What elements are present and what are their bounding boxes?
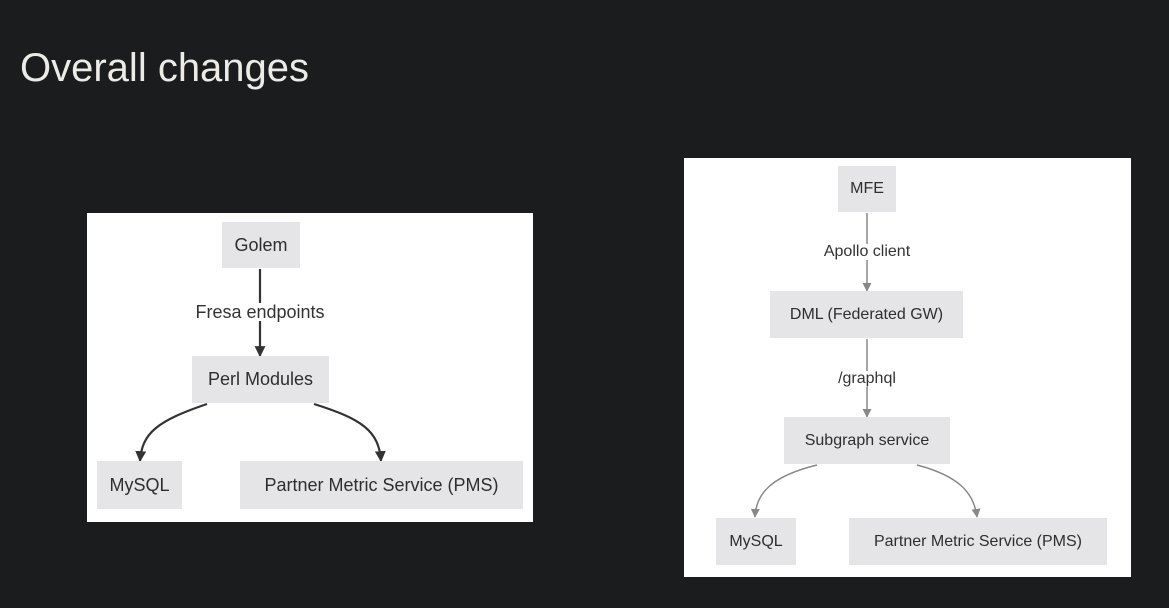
node-perl-modules: Perl Modules: [192, 356, 329, 403]
node-partner-metric-service: Partner Metric Service (PMS): [240, 461, 523, 509]
diagram-current: Golem Fresa endpoints Perl Modules MySQL…: [87, 213, 533, 522]
node-mysql: MySQL: [716, 518, 796, 565]
edge-subgraph-to-mysql: [750, 464, 818, 518]
edge-label-apollo-client: Apollo client: [823, 243, 911, 260]
diagram-new-edges: [750, 213, 981, 518]
diagram-new: MFE Apollo client DML (Federated GW) /gr…: [684, 158, 1131, 577]
edge-label-fresa-endpoints: Fresa endpoints: [195, 302, 325, 322]
slide-title: Overall changes: [20, 46, 310, 90]
node-golem: Golem: [222, 222, 300, 268]
edge-perl-to-pms: [313, 402, 386, 463]
node-subgraph-service: Subgraph service: [784, 417, 950, 464]
node-dml-federated-gw: DML (Federated GW): [770, 291, 963, 338]
node-partner-metric-service: Partner Metric Service (PMS): [849, 518, 1107, 565]
edge-subgraph-to-pms: [916, 464, 981, 518]
edge-perl-to-mysql: [135, 402, 208, 463]
node-mysql: MySQL: [97, 461, 182, 509]
node-mfe: MFE: [838, 166, 896, 212]
edge-label-graphql: /graphql: [838, 370, 896, 387]
